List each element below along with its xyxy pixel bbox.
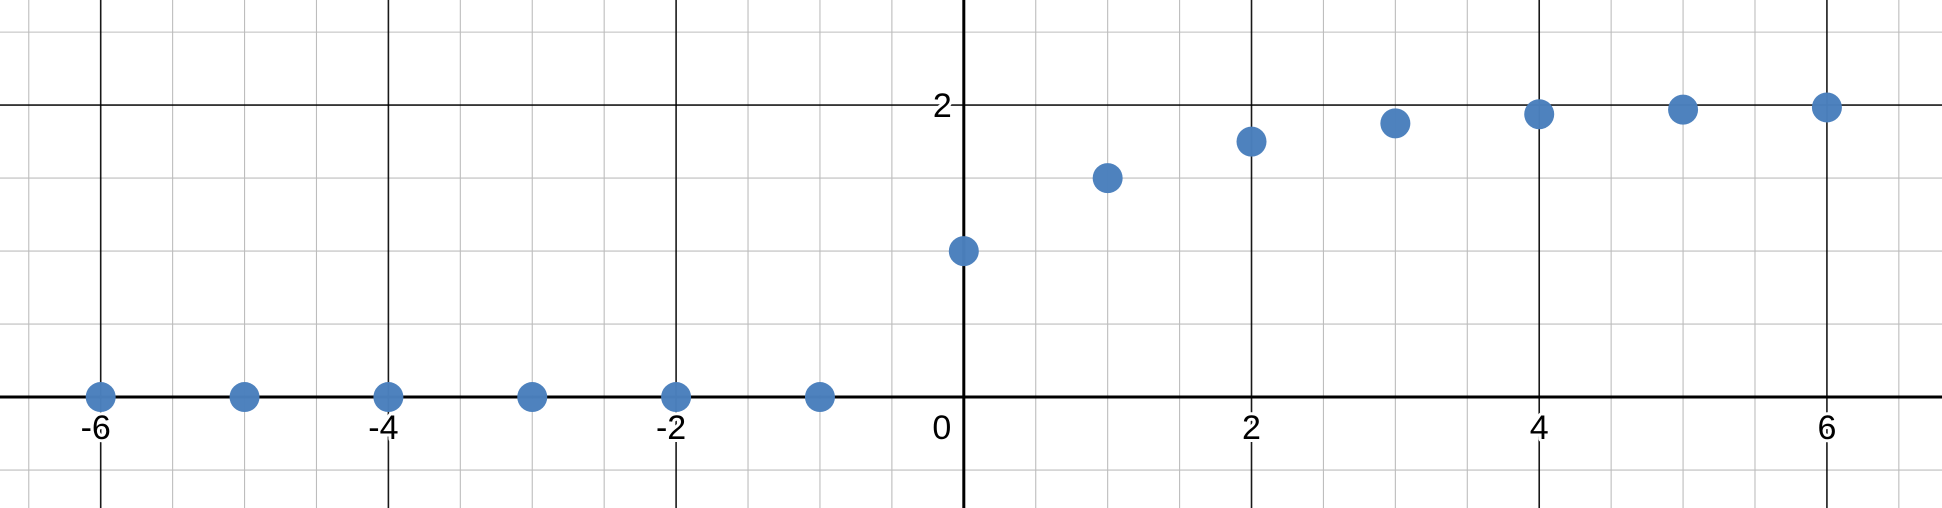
data-point [1668,94,1699,125]
data-point [229,382,260,413]
x-tick-label: -6 [81,409,111,447]
x-tick-label: 4 [1530,409,1549,447]
data-point [517,382,548,413]
data-point [1380,108,1411,139]
data-point [373,382,404,413]
data-point [1524,99,1555,130]
x-tick-label: -2 [656,409,686,447]
data-point [948,236,979,267]
data-point [1811,92,1842,123]
x-tick-label: 6 [1817,409,1836,447]
x-tick-label: 2 [1242,409,1261,447]
data-point [85,382,116,413]
x-tick-label: 0 [932,409,951,447]
data-point [1236,126,1267,157]
data-point [661,382,692,413]
data-points [85,92,1842,413]
data-point [1092,163,1123,194]
data-point [804,382,835,413]
x-tick-label: -4 [368,409,398,447]
tick-labels: -6 -4 -2 0 2 4 6 2 [78,84,1840,450]
y-tick-label: 2 [933,87,952,125]
